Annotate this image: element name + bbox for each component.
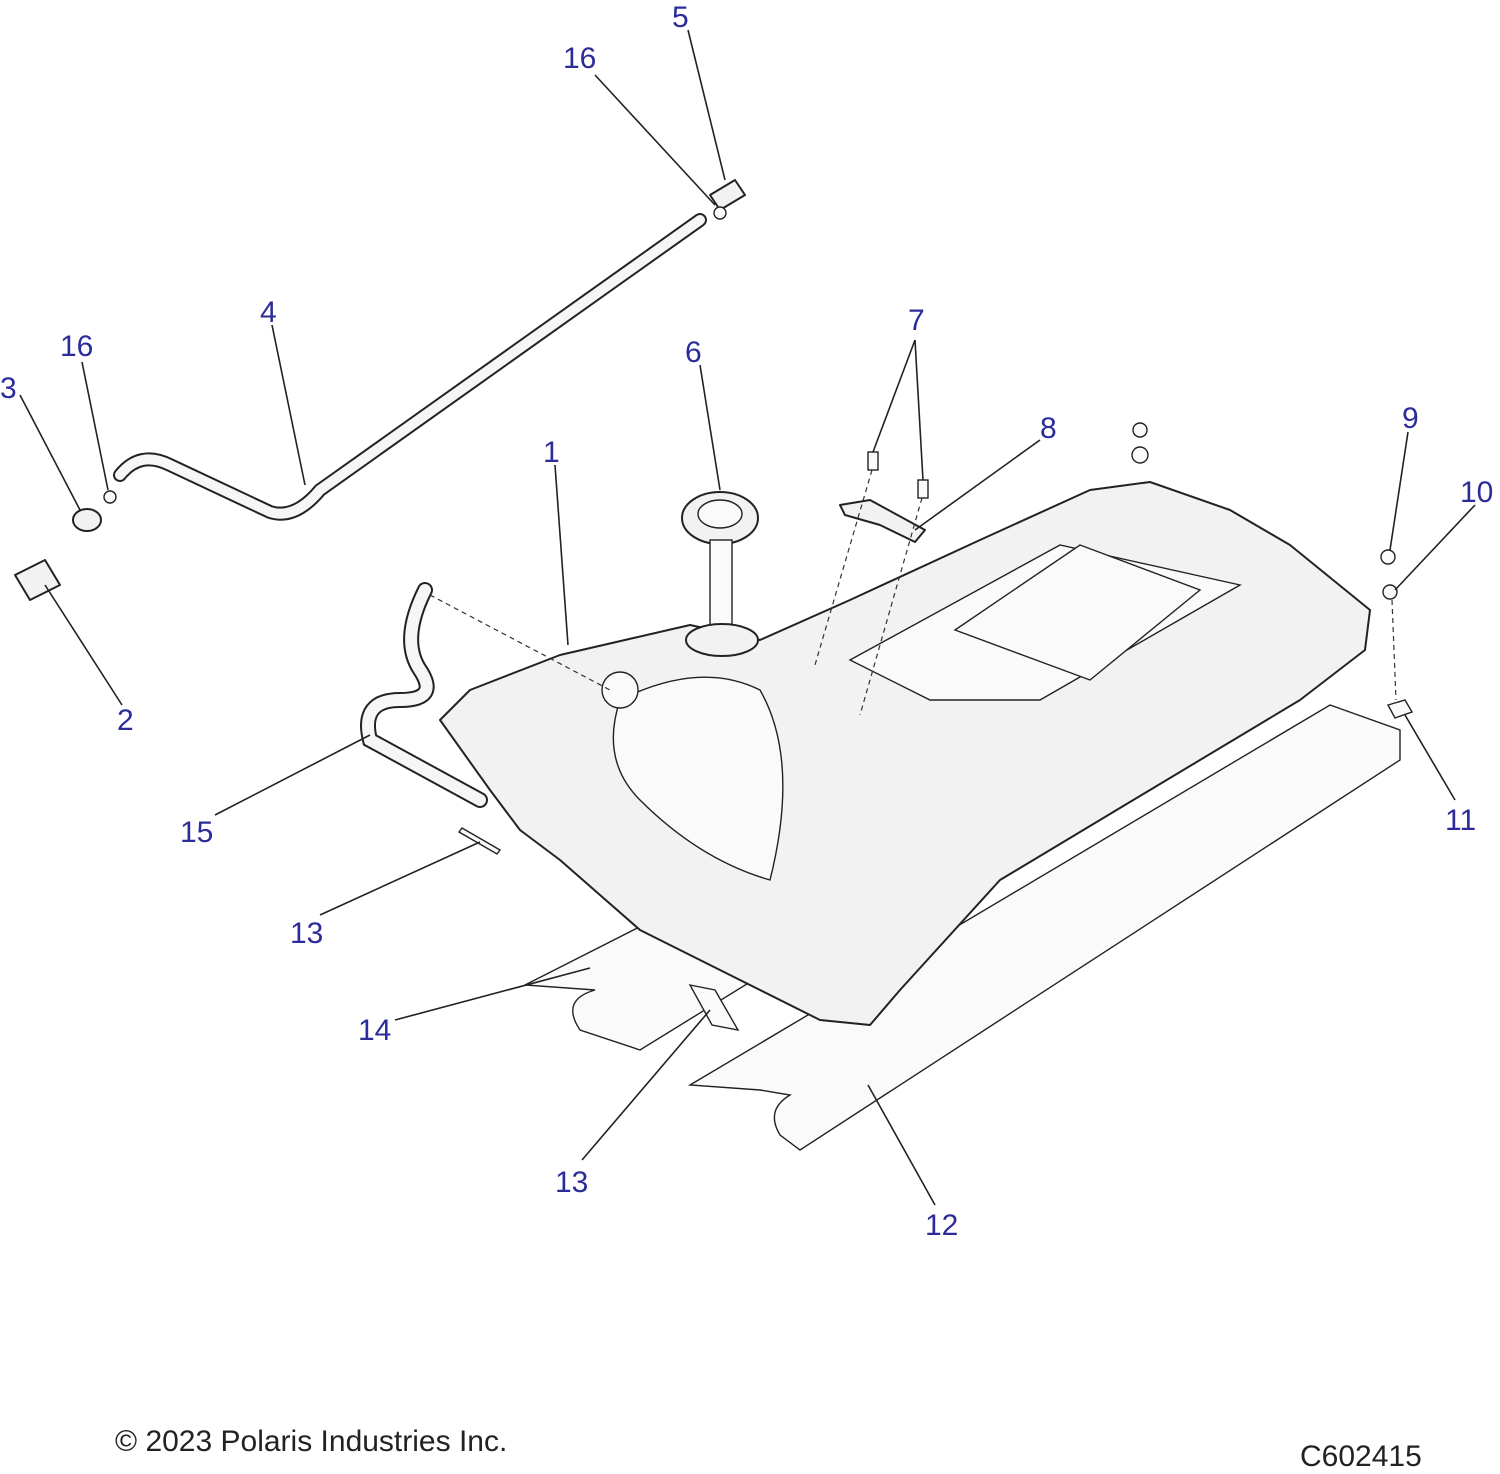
leader-13b xyxy=(581,1009,711,1161)
callout-3: 3 xyxy=(0,372,17,405)
part-16-clamp-lower xyxy=(103,490,117,504)
callout-13b: 13 xyxy=(555,1166,588,1199)
part-13-shim-upper xyxy=(457,827,502,855)
callout-11: 11 xyxy=(1445,804,1476,837)
part-6-cap-top xyxy=(697,499,743,529)
part-8-bracket xyxy=(839,499,926,543)
leader-7b xyxy=(914,339,924,481)
callout-14: 14 xyxy=(358,1014,391,1047)
part-3-grommet xyxy=(72,508,102,532)
drawing-number: C602415 xyxy=(1300,1440,1422,1473)
leader-3 xyxy=(19,394,81,511)
leader-7a xyxy=(872,339,916,453)
leader-14 xyxy=(394,967,591,1021)
assembly-line-bolt-left xyxy=(814,469,873,666)
callout-5: 5 xyxy=(672,1,689,34)
part-10-washer xyxy=(1382,584,1398,600)
part-16-clamp-upper xyxy=(713,206,727,220)
callout-7: 7 xyxy=(908,304,925,337)
callout-1: 1 xyxy=(543,436,560,469)
leader-8 xyxy=(914,439,1041,531)
leader-9 xyxy=(1389,431,1409,551)
callout-4: 4 xyxy=(260,296,277,329)
part-12-pad xyxy=(687,704,1401,1151)
leader-13a xyxy=(319,841,481,916)
part-15-hose-fill xyxy=(362,584,486,806)
callout-15: 15 xyxy=(180,816,213,849)
callout-13a: 13 xyxy=(290,917,323,950)
leader-5 xyxy=(687,29,726,181)
callout-12: 12 xyxy=(925,1209,958,1242)
part-7-bolt-left xyxy=(867,451,879,471)
part-11-stud xyxy=(1386,699,1414,719)
assembly-line-hose xyxy=(429,594,611,691)
part-1-tank-port xyxy=(601,671,639,709)
part-1-tank-panel xyxy=(953,544,1202,681)
callout-6: 6 xyxy=(685,336,702,369)
leader-12 xyxy=(867,1084,936,1206)
part-5-vent-valve xyxy=(709,179,746,211)
leader-16b xyxy=(81,361,109,491)
part-1-tank-recess xyxy=(612,676,784,881)
hardware-nut-top xyxy=(1132,422,1148,438)
part-1-fuel-tank xyxy=(439,481,1371,1026)
callout-8: 8 xyxy=(1040,412,1057,445)
hardware-washer-top xyxy=(1131,446,1149,464)
part-4-vent-line xyxy=(113,213,707,521)
leader-16a xyxy=(594,74,716,206)
leader-1 xyxy=(554,464,569,646)
leader-10 xyxy=(1394,504,1476,591)
leader-11 xyxy=(1404,714,1456,801)
callout-10: 10 xyxy=(1460,476,1493,509)
leader-15 xyxy=(214,734,371,816)
part-6-filler-neck xyxy=(685,623,759,657)
callout-9: 9 xyxy=(1402,402,1419,435)
part-4-vent-line-fill xyxy=(115,215,705,519)
callout-2: 2 xyxy=(117,704,134,737)
assembly-line-bolt-right xyxy=(859,497,923,716)
callout-16a: 16 xyxy=(563,42,596,75)
part-6-sender-tube xyxy=(709,539,733,631)
part-9-nut xyxy=(1380,549,1396,565)
callout-16b: 16 xyxy=(60,330,93,363)
assembly-line-stud xyxy=(1391,599,1397,701)
part-7-bolt-right xyxy=(917,479,929,499)
leader-6 xyxy=(699,364,721,491)
copyright-notice: © 2023 Polaris Industries Inc. xyxy=(115,1425,508,1458)
part-2-fitting xyxy=(14,559,61,601)
leader-2 xyxy=(44,584,123,706)
leader-4 xyxy=(271,324,306,486)
part-13-shim-lower xyxy=(688,984,740,1031)
